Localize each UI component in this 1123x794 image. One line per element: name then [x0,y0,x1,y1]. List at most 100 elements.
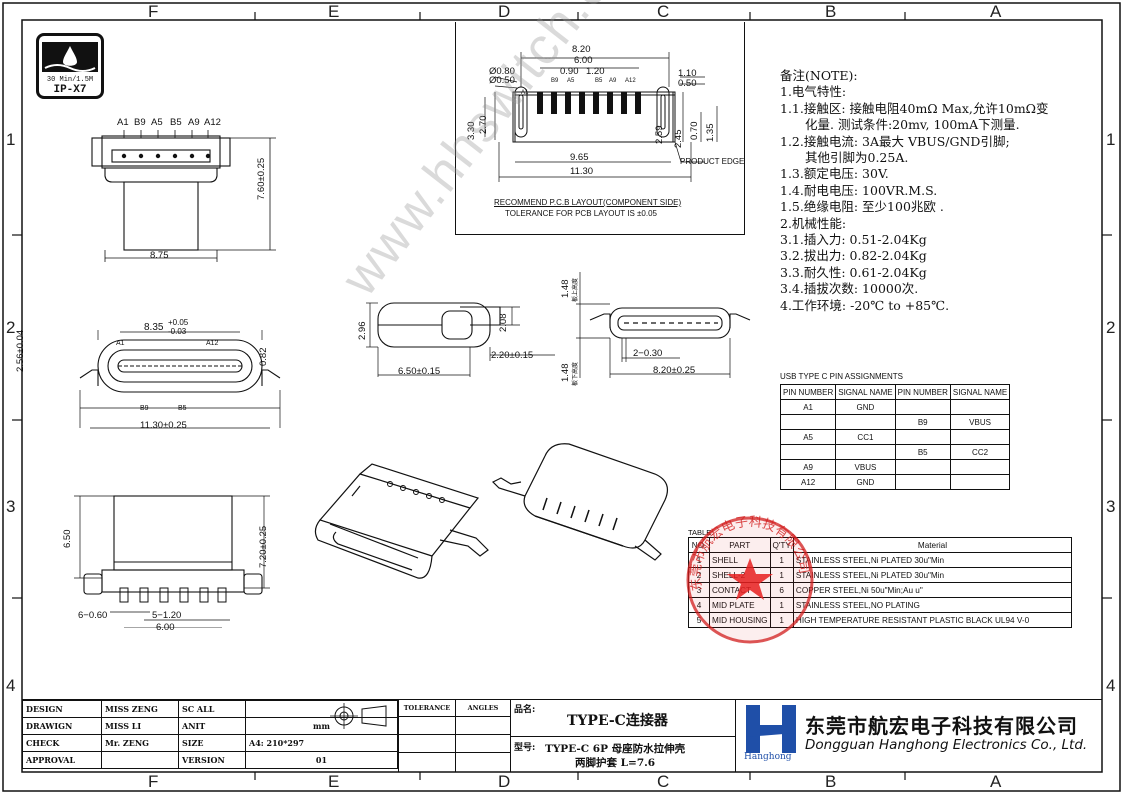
company-seal-stamp: 东莞市航宏电子科技有限公司 [686,515,814,644]
table-cell: COPPER STEEL,Ni 50u"Min;Au u" [792,582,1073,598]
pcb-dim-245: 2.45 [673,129,684,149]
top-view-height: 2.56±0.04 [15,329,26,372]
table-cell: A1 [779,399,837,415]
table-cell: A4: 210*297 [245,734,398,752]
zone-label-right: 4 [1106,676,1116,695]
approval-table: DESIGN MISS ZENG SC ALL DRAWIGN MISS LI … [22,700,398,769]
table-cell: STAINLESS STEEL,Ni PLATED 30u"Min [792,552,1073,568]
note-line: 备注(NOTE): [780,68,858,83]
pin-table: PIN NUMBER SIGNAL NAME PIN NUMBER SIGNAL… [779,384,1011,490]
zone-label-right: 2 [1106,318,1116,337]
table-cell [779,444,837,460]
pin-label: A9 [188,117,200,128]
pcb-pin-label: B5 [595,78,603,84]
name-label: 品名: [514,705,536,715]
bottom-view-drawing [74,495,270,628]
model-line-1: TYPE-C 6P 母座防水拉伸壳 [545,743,686,755]
zone-label-bottom: F [148,772,159,791]
end-view-pitch: 2−0.30 [633,348,663,359]
pcb-pin-label: B9 [551,78,559,84]
end-view-down-cn: 板下高度 [573,361,579,386]
table-cell: GND [835,399,896,415]
top-view-overall: 11.30±0.25 [140,420,187,431]
table-cell: STAINLESS STEEL,NO PLATING [792,597,1073,613]
zone-label-bottom: B [825,772,837,791]
note-line: 3.2.拔出力: 0.82-2.04Kg [780,248,927,264]
pcb-dim-080: Ø0.80 [489,66,515,77]
note-line: 1.5.绝缘电阻: 至少100兆欧 . [780,199,944,215]
end-view-width: 8.20±0.25 [653,365,696,376]
table-cell [949,474,1011,490]
pcb-dim-820: 8.20 [572,44,591,55]
pcb-dim-090: 0.90 [560,66,579,77]
material-table-label: TABLE: [688,528,714,537]
side-view-w2: 6.50±0.15 [398,366,441,377]
table-cell: CHECK [22,734,102,752]
zone-label-left: 2 [6,318,16,337]
material-table: NO. PART Q'TY Material 1SHELL 1STAINLESS… [688,537,1073,628]
table-cell: 01 [245,751,398,769]
pin-label: B9 [134,117,146,128]
logo-wordmark: Hanghong [744,752,792,762]
zone-label-top: E [328,2,340,21]
zone-label-top: D [498,2,511,21]
table-cell: SIZE [178,734,246,752]
zone-label-bottom: A [990,772,1002,791]
note-line: 1.2.接触电流: 3A最大 VBUS/GND引脚; [780,133,1010,149]
zone-label-left: 1 [6,130,16,149]
table-cell [835,414,896,430]
zone-label-right: 1 [1106,130,1116,149]
table-cell [894,474,951,490]
top-view-pin: A12 [206,340,219,347]
pin-table-header: SIGNAL NAME [949,384,1011,400]
pin-table-header: PIN NUMBER [894,384,951,400]
note-line: 化量. 测试条件:20mv, 100mA下测量. [780,117,1020,133]
table-cell [835,444,896,460]
table-cell: MISS ZENG [101,700,179,718]
table-cell [779,414,837,430]
pcb-tolerance: TOLERANCE FOR PCB LAYOUT IS ±0.05 [505,209,657,218]
pcb-layout-drawing [484,52,718,182]
table-cell [101,751,179,769]
material-header: Material [792,537,1073,553]
table-cell: B9 [894,414,951,430]
pin-table-header: SIGNAL NAME [835,384,896,400]
table-cell: VBUS [835,459,896,475]
table-cell [894,459,951,475]
zone-label-top: B [825,2,837,21]
table-cell: SC ALL [178,700,246,718]
pcb-pin-label: A12 [625,78,636,84]
note-line: 1.1.接触区: 接触电阻40mΩ Max,允许10mΩ变 [780,100,1049,116]
table-row: DRAWIGN MISS LI ANIT mm [22,717,398,735]
table-cell: APPROVAL [22,751,102,769]
pcb-dim-120: 1.20 [586,66,605,77]
table-cell: CC1 [835,429,896,445]
angles-label: ANGLES [455,700,511,717]
table-row: DESIGN MISS ZENG SC ALL [22,700,398,718]
table-cell: Mr. ZENG [101,734,179,752]
table-cell: VBUS [949,414,1011,430]
table-cell: MISS LI [101,717,179,735]
zone-label-right: 3 [1106,497,1116,516]
table-row: APPROVAL VERSION 01 [22,751,398,769]
pcb-dim-050b: 0.50 [678,78,697,89]
top-view-right: 0.82 [258,347,269,367]
pcb-dim-259: 2.59 [654,125,665,145]
side-view-h1: 2.96 [357,321,368,341]
pcb-dim-135: 1.35 [705,123,716,143]
product-edge-label: PRODUCT EDGE [680,157,745,166]
isometric-view-front [314,463,489,579]
pcb-caption: RECOMMEND P.C.B LAYOUT(COMPONENT SIDE) [494,198,682,207]
note-line: 1.电气特性: [780,84,847,100]
notes-block: 备注(NOTE): 1.电气特性: 1.1.接触区: 接触电阻40mΩ Max,… [780,68,1049,314]
note-line: 4.工作环境: -20℃ to +85℃. [780,297,950,313]
note-line: 3.1.插入力: 0.51-2.04Kg [780,232,927,248]
zone-label-top: F [148,2,159,21]
table-cell: B5 [894,444,951,460]
isometric-view-rear [491,443,668,561]
table-cell: A9 [779,459,837,475]
table-cell: ANIT [178,717,246,735]
